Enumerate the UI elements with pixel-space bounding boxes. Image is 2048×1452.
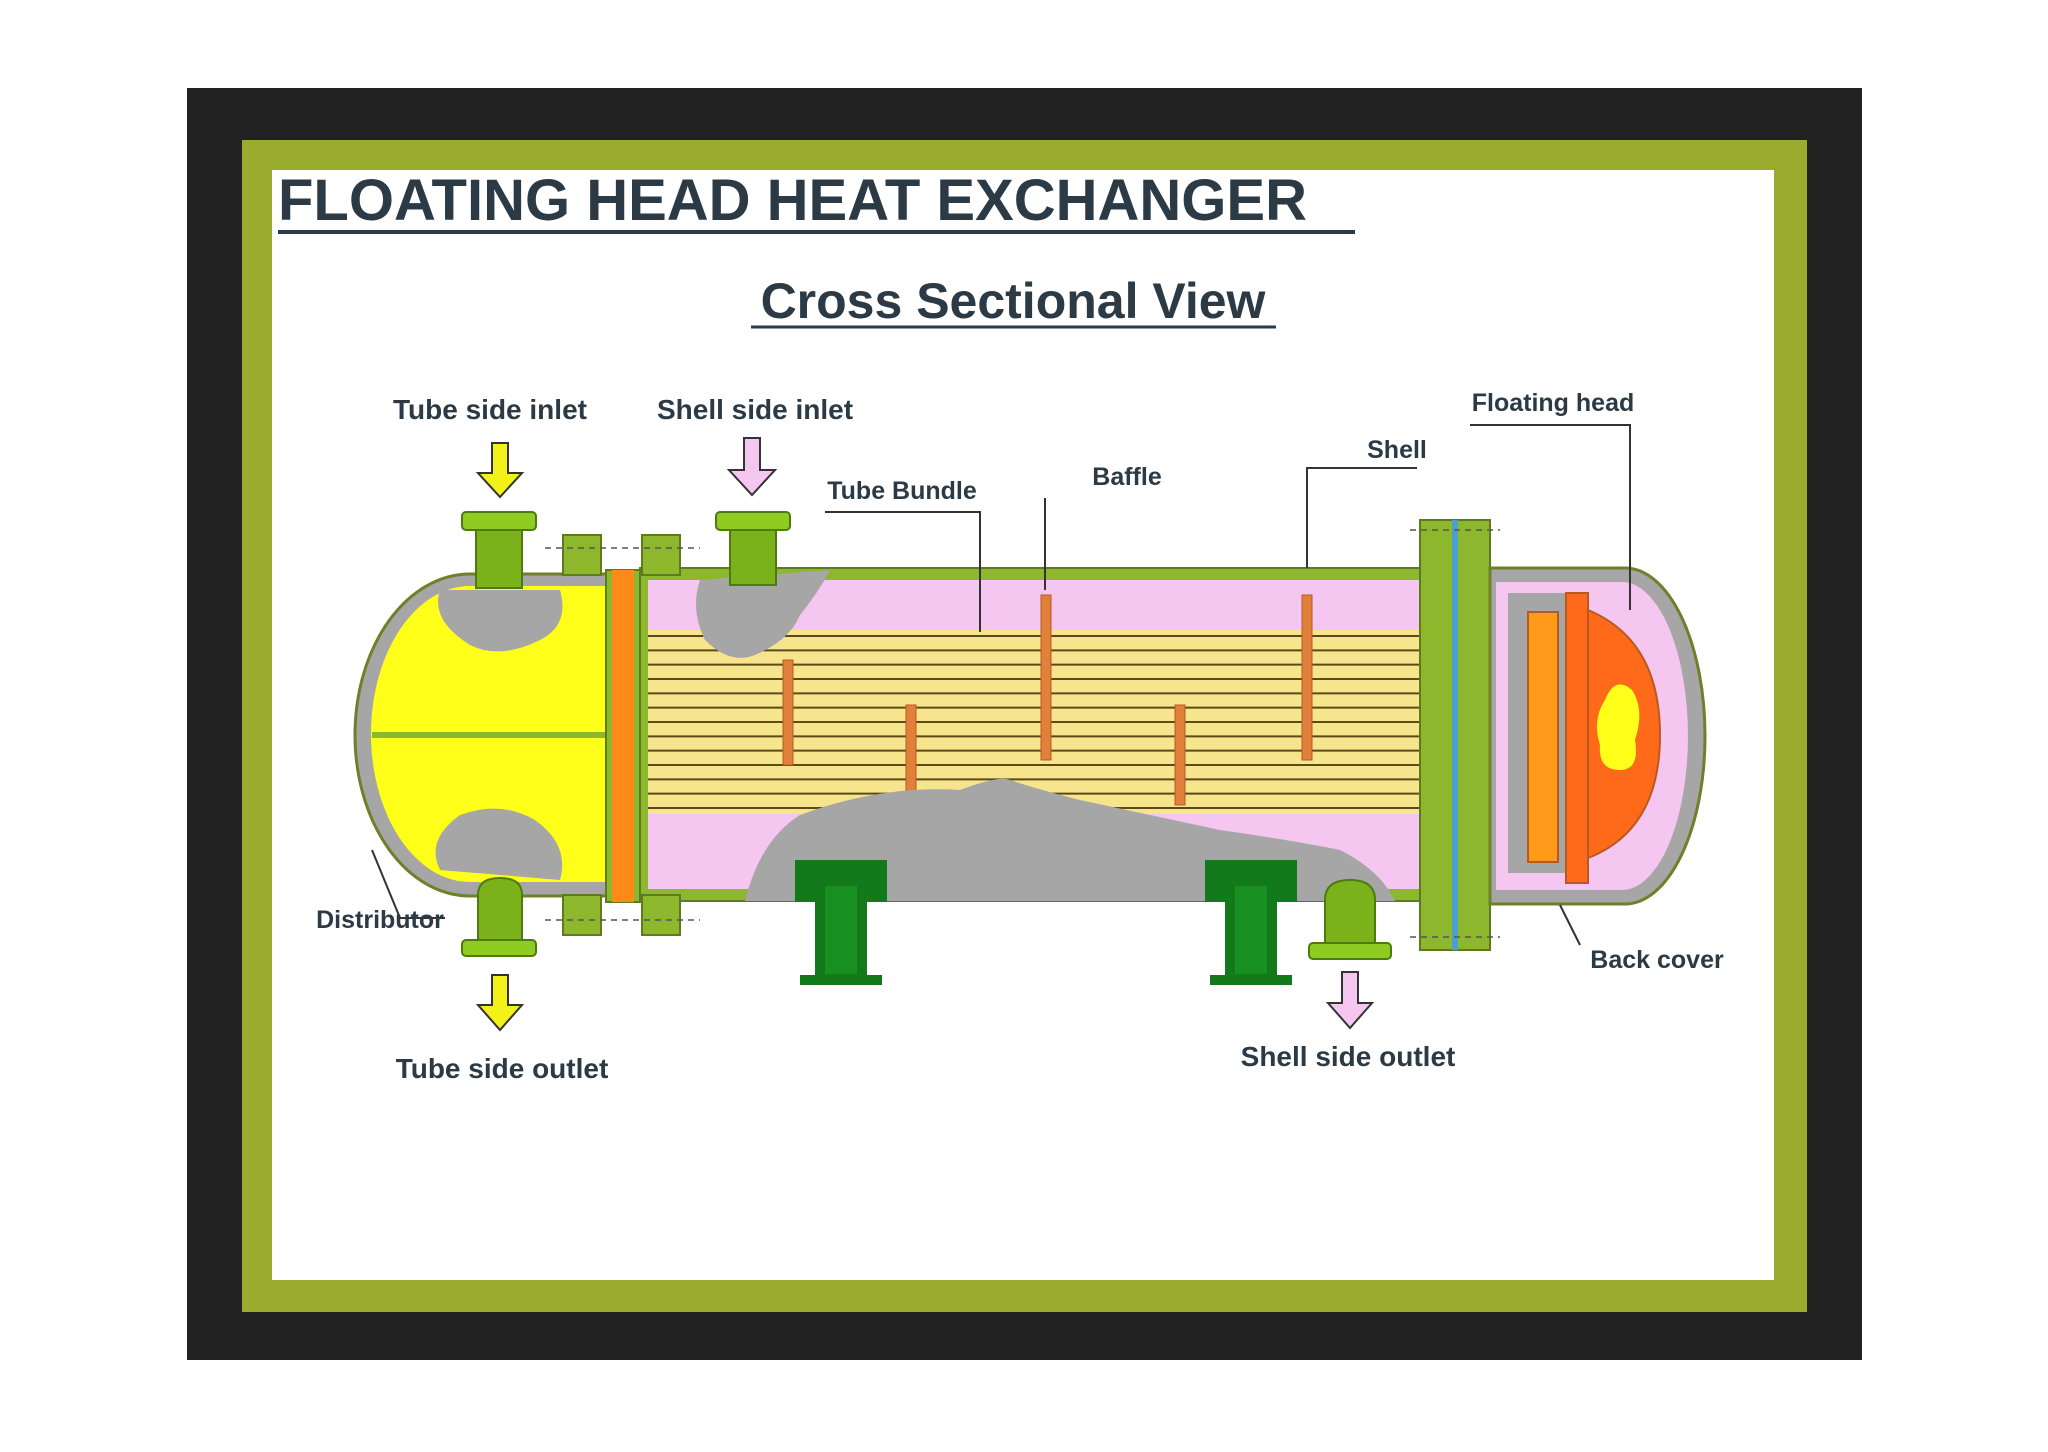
tube-side-outlet-nozzle [461, 876, 537, 957]
tube-side-inlet-nozzle [461, 511, 537, 589]
shell-inlet-cutaway [696, 570, 830, 658]
label-baffle: Baffle [1092, 463, 1162, 491]
baffle-2 [905, 704, 917, 796]
baffle-5 [1301, 594, 1313, 761]
shell-side-outlet-arrow [1325, 971, 1375, 1030]
subtitle: Cross Sectional View [761, 273, 1266, 329]
back-cover-leader [1559, 904, 1581, 946]
distributor-cutaway-bottom [435, 808, 563, 880]
shell-gasket [1452, 520, 1458, 950]
shell-side-inlet-nozzle [715, 511, 791, 586]
tube-bundle [648, 630, 1530, 814]
tubesheet [612, 570, 634, 902]
tube-side-outlet-arrow [475, 974, 525, 1032]
channel-flange-top [562, 534, 602, 576]
saddle-support-right [1205, 860, 1297, 985]
distributor-cutaway-top [438, 590, 563, 652]
shell-side-outlet-nozzle [1308, 878, 1392, 960]
label-shell-side-outlet: Shell side outlet [1241, 1041, 1456, 1072]
baffle-1 [782, 659, 794, 766]
shell-flange-bottom-left [641, 894, 681, 936]
floating-head-flange [1565, 592, 1589, 884]
label-distributor: Distributor [316, 906, 444, 934]
baffle-3 [1040, 594, 1052, 761]
floating-tubesheet [1527, 611, 1559, 863]
shell-side-inlet-arrow [726, 437, 778, 497]
saddle-support-left [795, 860, 887, 985]
label-back-cover: Back cover [1590, 946, 1724, 974]
tube-bundle-leader [825, 511, 981, 632]
distributor-leader [371, 849, 445, 919]
baffle-4 [1174, 704, 1186, 806]
floating-head-leader [1470, 424, 1631, 610]
shell-flange-top-left [641, 534, 681, 576]
page-title: FLOATING HEAD HEAT EXCHANGER [278, 168, 1307, 233]
shell-leader [1306, 467, 1417, 568]
label-floating-head: Floating head [1472, 389, 1635, 417]
label-shell-side-inlet: Shell side inlet [657, 394, 853, 425]
tube-side-inlet-arrow [475, 442, 525, 499]
label-tube-bundle: Tube Bundle [827, 477, 977, 505]
label-shell: Shell [1367, 436, 1427, 464]
label-tube-side-inlet: Tube side inlet [393, 394, 587, 425]
channel-flange-bottom [562, 894, 602, 936]
floating-head-cutaway [1596, 684, 1640, 770]
label-tube-side-outlet: Tube side outlet [396, 1053, 609, 1084]
